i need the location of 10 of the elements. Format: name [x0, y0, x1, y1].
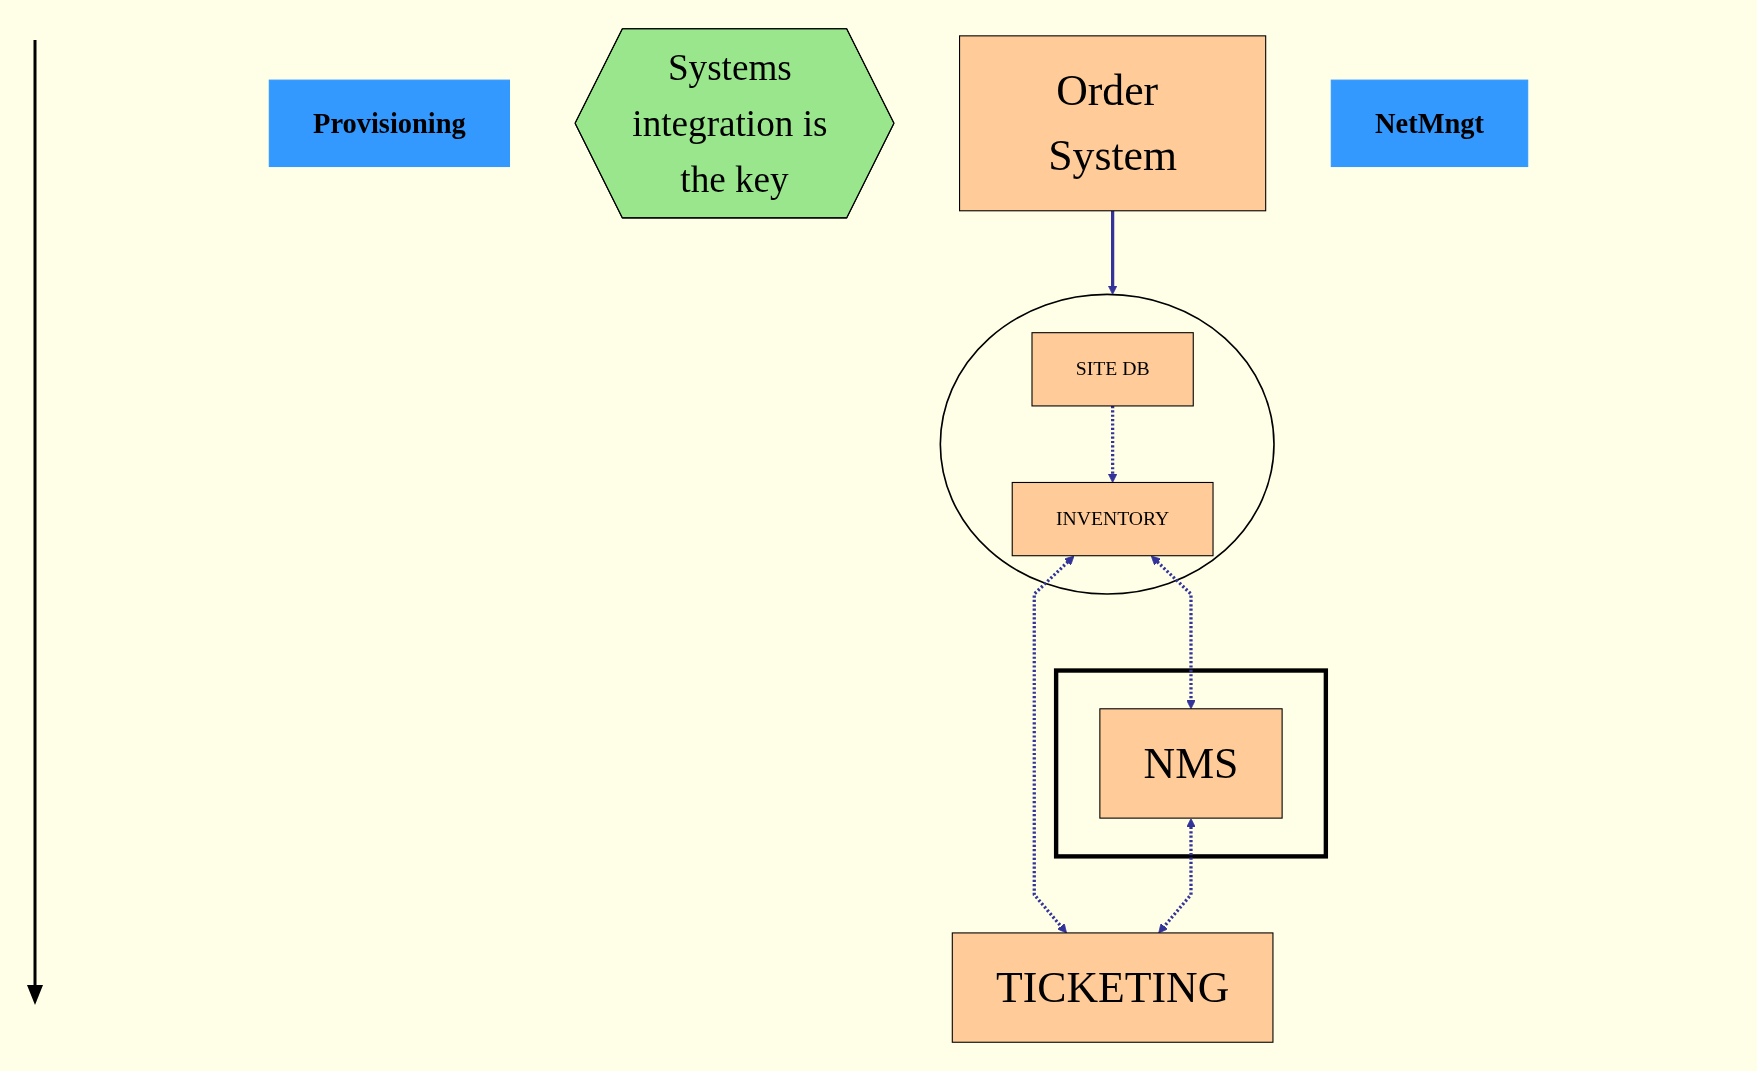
cluster: [1053, 668, 1329, 859]
node-box: Provisioning: [268, 79, 511, 168]
node-box: TICKETING: [951, 932, 1274, 1043]
node-box: NMS: [1099, 708, 1283, 819]
arrow: [1150, 555, 1196, 710]
arrow: [1158, 818, 1196, 934]
node-box: NetMngt: [1330, 79, 1529, 168]
arrow: [1032, 555, 1075, 934]
arrow: [1107, 210, 1118, 295]
node-box: Order System: [959, 35, 1267, 212]
